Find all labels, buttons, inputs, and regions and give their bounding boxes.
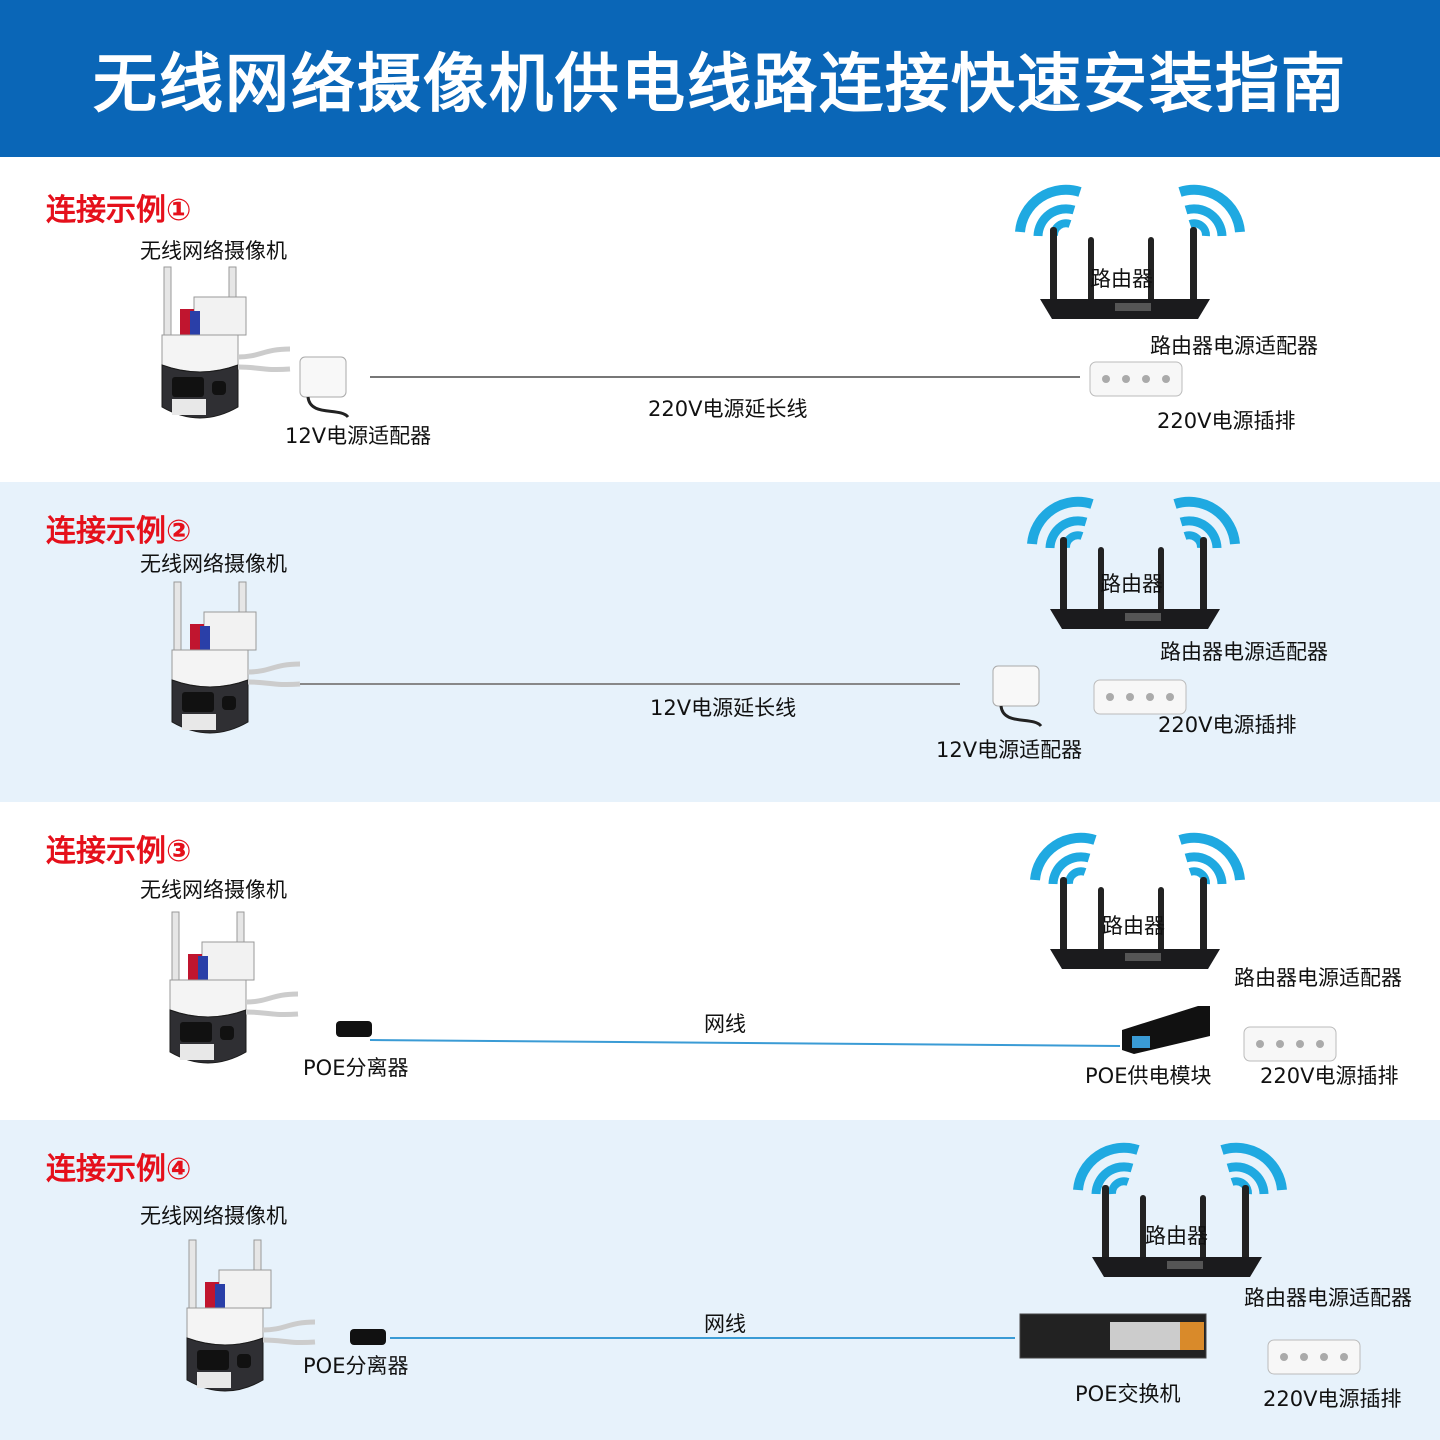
camera-label: 无线网络摄像机 [140, 239, 287, 263]
example-3-title: 连接示例③ [46, 834, 192, 869]
cable-label: 网线 [704, 1012, 746, 1036]
cable-label: 220V电源延长线 [648, 397, 808, 421]
adapter-label: 12V电源适配器 [285, 424, 432, 448]
page-title: 无线网络摄像机供电线路连接快速安装指南 [93, 47, 1347, 122]
camera-icon [160, 267, 300, 437]
router-adapter-label: 路由器电源适配器 [1234, 966, 1402, 990]
power-cable [370, 376, 1080, 378]
poe-splitter-icon [350, 1329, 386, 1345]
power-strip-icon [1089, 361, 1183, 397]
power-cable [300, 683, 960, 685]
cable-label: 12V电源延长线 [650, 696, 797, 720]
router-label: 路由器 [1102, 914, 1165, 938]
example-1: 连接示例① 无线网络摄像机 12V电源适配器 220V电源延长线 路由器 路由器… [0, 157, 1440, 482]
page-header: 无线网络摄像机供电线路连接快速安装指南 [0, 0, 1440, 157]
poe-switch-label: POE交换机 [1075, 1382, 1181, 1406]
example-4-title: 连接示例④ [46, 1152, 192, 1187]
example-3: 连接示例③ 无线网络摄像机 POE分离器 网线 路由器 路由器电源适配器 POE… [0, 802, 1440, 1120]
splitter-label: POE分离器 [303, 1056, 409, 1080]
camera-icon [185, 1240, 325, 1410]
router-label: 路由器 [1090, 267, 1153, 291]
example-1-title: 连接示例① [46, 193, 192, 228]
splitter-label: POE分离器 [303, 1354, 409, 1378]
adapter-icon [991, 664, 1043, 728]
router-adapter-label: 路由器电源适配器 [1160, 640, 1328, 664]
strip-label: 220V电源插排 [1157, 409, 1296, 433]
example-2-title: 连接示例② [46, 514, 192, 549]
router-adapter-label: 路由器电源适配器 [1150, 334, 1318, 358]
strip-label: 220V电源插排 [1158, 713, 1297, 737]
adapter-label: 12V电源适配器 [936, 738, 1083, 762]
camera-icon [168, 912, 308, 1082]
router-label: 路由器 [1145, 1224, 1208, 1248]
router-adapter-label: 路由器电源适配器 [1244, 1286, 1412, 1310]
poe-module-icon [1122, 1006, 1210, 1054]
example-2: 连接示例② 无线网络摄像机 12V电源延长线 12V电源适配器 路由器 路由器电… [0, 482, 1440, 802]
camera-label: 无线网络摄像机 [140, 552, 287, 576]
poe-splitter-icon [336, 1021, 372, 1037]
strip-label: 220V电源插排 [1263, 1387, 1402, 1411]
cable-label: 网线 [704, 1312, 746, 1336]
poe-module-label: POE供电模块 [1085, 1064, 1212, 1088]
router-label: 路由器 [1100, 572, 1163, 596]
camera-icon [170, 582, 310, 752]
strip-label: 220V电源插排 [1260, 1064, 1399, 1088]
network-cable [369, 1039, 1121, 1047]
camera-label: 无线网络摄像机 [140, 1204, 287, 1228]
poe-switch-icon [1019, 1313, 1207, 1359]
example-4: 连接示例④ 无线网络摄像机 POE分离器 网线 路由器 路由器电源适配器 POE… [0, 1120, 1440, 1440]
network-cable [390, 1337, 1015, 1339]
power-strip-icon [1267, 1339, 1361, 1375]
camera-label: 无线网络摄像机 [140, 878, 287, 902]
